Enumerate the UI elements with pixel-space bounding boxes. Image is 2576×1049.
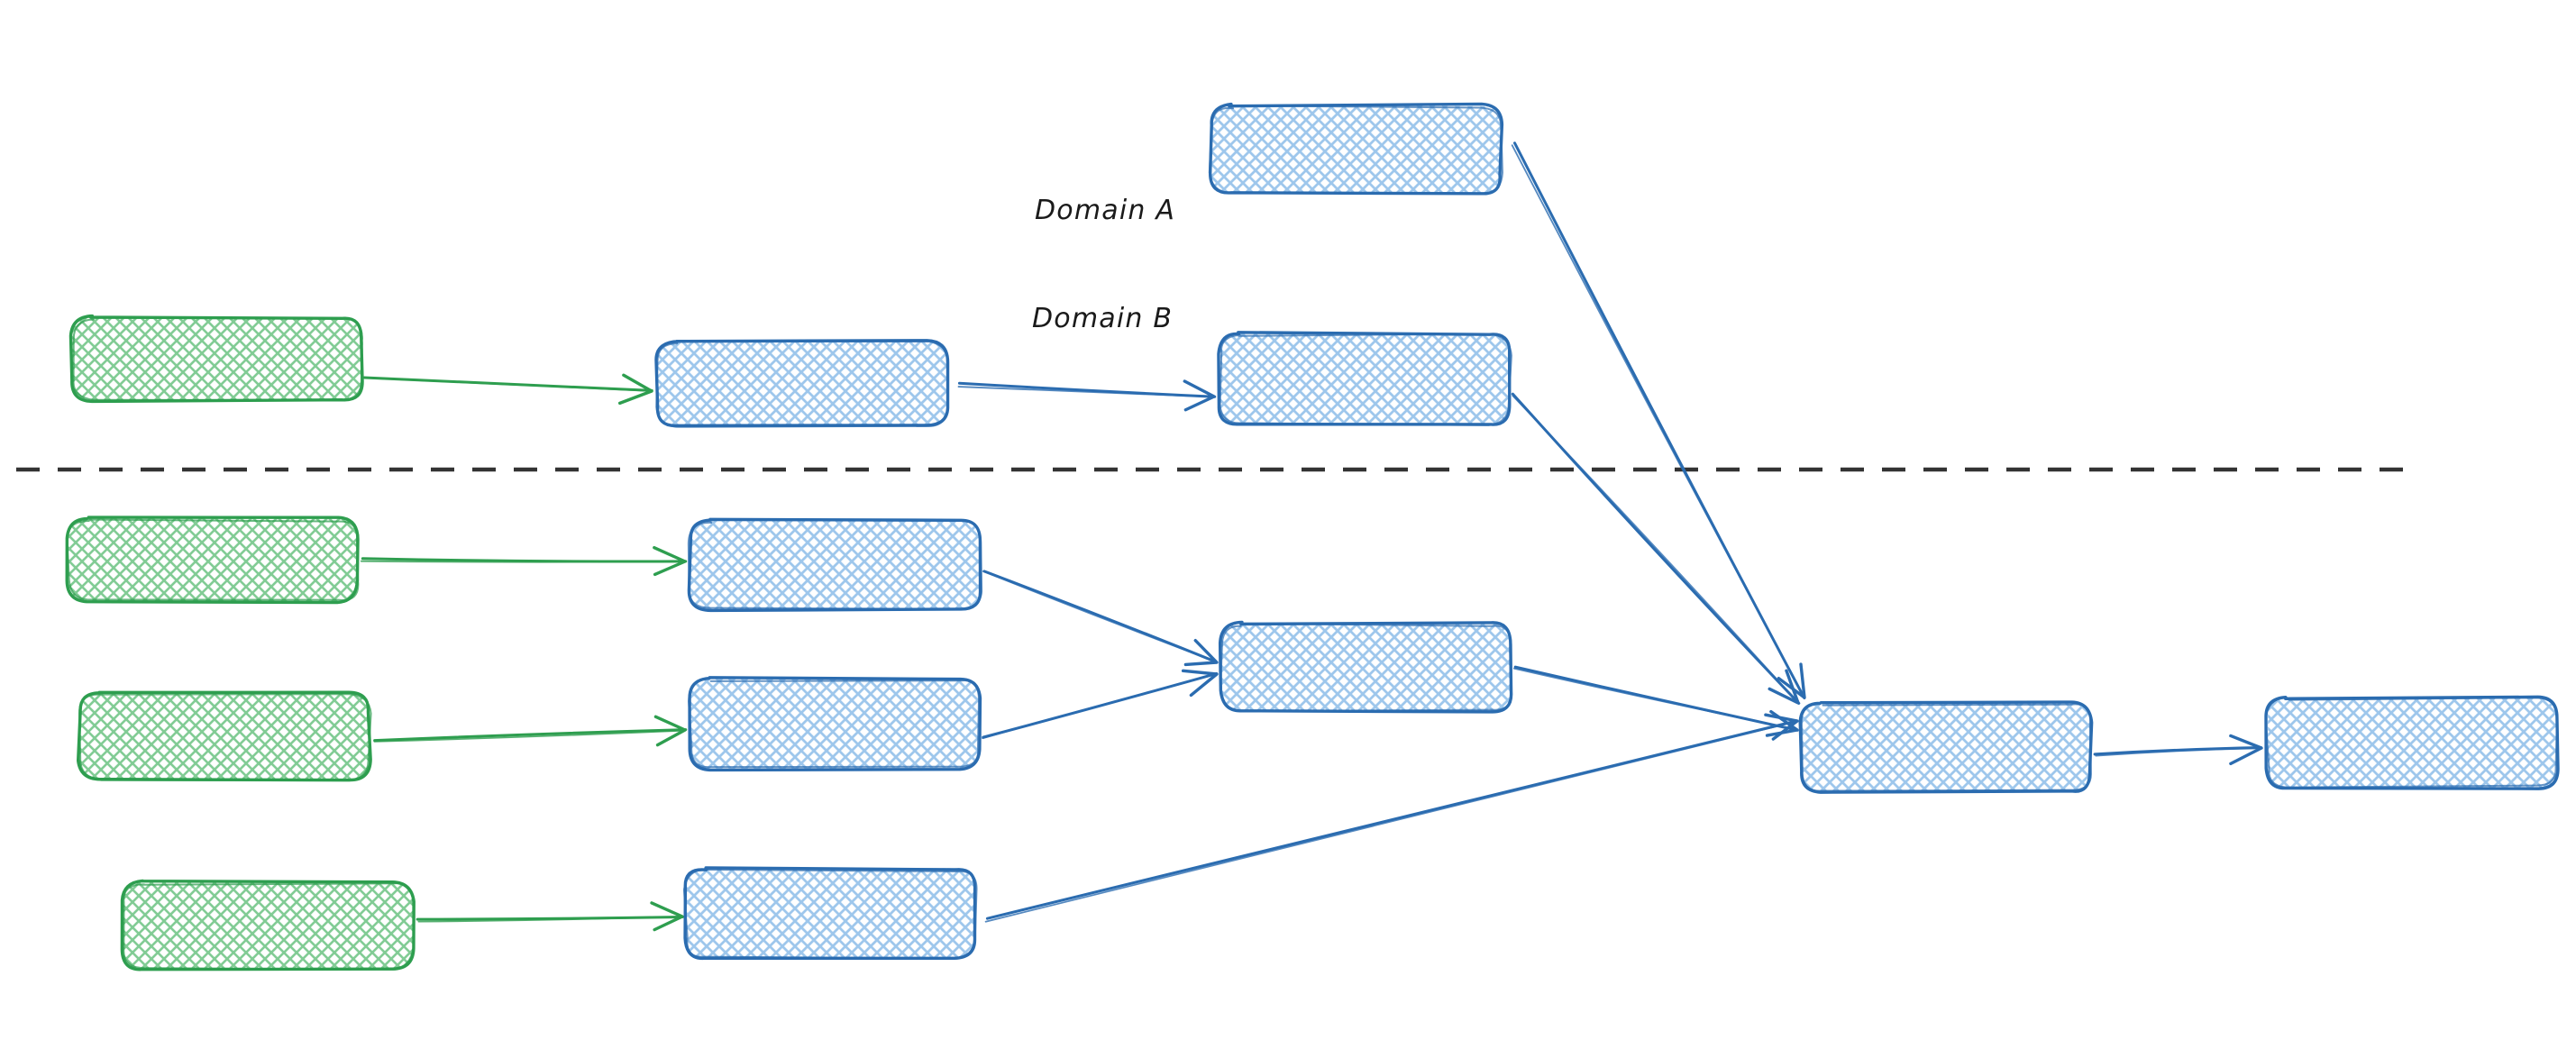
node-b-src-2[interactable] [76, 690, 372, 782]
node-outline-2 [123, 882, 415, 971]
node-fill [689, 519, 981, 611]
edge-e4 [1511, 392, 1801, 705]
edge-arrowhead [1183, 379, 1216, 412]
node-outline-2 [687, 519, 983, 610]
node-outline-2 [1219, 333, 1512, 426]
node-b-src-1[interactable] [65, 515, 360, 605]
edge-stroke-b [1511, 144, 1805, 698]
edge-e5 [360, 545, 688, 577]
node-fill [655, 340, 947, 427]
edge-arrowhead [1777, 662, 1806, 699]
edge-e9 [982, 669, 1219, 740]
domain-b-label: Domain B [1032, 303, 1174, 334]
edge-stroke-b [2095, 747, 2263, 757]
node-fill [689, 678, 982, 769]
node-fill [1800, 701, 2091, 792]
edge-stroke-b [417, 916, 683, 923]
edge-e7 [416, 901, 684, 932]
edge-stroke-b [957, 386, 1216, 398]
edge-arrowhead [2229, 734, 2263, 766]
node-outline-2 [2264, 696, 2558, 789]
edge-stroke-a [985, 719, 1798, 920]
edge-e1 [361, 373, 653, 406]
node-fill [78, 691, 370, 780]
node-b-src-3[interactable] [120, 879, 416, 971]
node-outline-2 [78, 693, 372, 782]
node-fill [2267, 697, 2558, 789]
edge-stroke-a [1513, 141, 1806, 700]
node-a-mid-1[interactable] [654, 339, 950, 428]
domain-a-label: Domain A [1035, 195, 1176, 226]
node-b-mid-3[interactable] [682, 866, 978, 961]
edge-arrowhead [1765, 709, 1799, 737]
node-a-top-1[interactable] [1208, 102, 1504, 196]
edge-stroke-b [360, 560, 686, 563]
edge-e12 [2093, 734, 2263, 766]
node-b-join-1[interactable] [1218, 620, 1513, 714]
node-fill [68, 517, 359, 602]
node-outline-2 [682, 868, 978, 960]
edge-stroke-b [1512, 395, 1800, 705]
edge-stroke-b [982, 672, 1218, 740]
node-fill [1219, 333, 1511, 426]
edge-e8 [982, 570, 1219, 667]
node-fill [685, 868, 975, 960]
node-fill [70, 316, 363, 401]
edge-e6 [373, 715, 688, 747]
edge-e11 [1512, 665, 1799, 737]
node-outline-2 [72, 316, 363, 401]
node-b-mid-2[interactable] [688, 676, 982, 772]
edge-stroke-a [373, 728, 688, 743]
edge-arrowhead [653, 715, 687, 747]
edge-arrowhead [1183, 638, 1219, 667]
edge-arrowhead [1768, 669, 1800, 705]
node-b-mid-1[interactable] [687, 517, 983, 613]
edge-arrowhead [1181, 669, 1219, 698]
edge-layer [360, 141, 2263, 932]
node-outline-2 [1800, 702, 2092, 792]
node-outline-2 [655, 340, 949, 428]
edge-stroke-b [984, 720, 1798, 923]
edge-stroke-b [361, 377, 653, 392]
node-fill [121, 881, 414, 970]
node-fill [1220, 622, 1512, 713]
edge-e2 [957, 379, 1217, 412]
edge-arrowhead [617, 373, 653, 406]
edge-stroke-b [982, 570, 1218, 663]
edge-arrowhead [653, 545, 687, 577]
edge-e10 [984, 713, 1799, 923]
node-layer [65, 102, 2560, 971]
edge-e3 [1511, 141, 1806, 700]
node-outline-2 [66, 518, 360, 601]
node-a-src-1[interactable] [69, 314, 364, 404]
node-outline-2 [688, 678, 981, 769]
node-outline-2 [1208, 105, 1503, 195]
node-a-out-1[interactable] [1217, 331, 1512, 426]
edge-stroke-b [373, 729, 687, 743]
node-b-out-1[interactable] [2264, 695, 2560, 790]
node-fill [1210, 105, 1502, 195]
node-outline-2 [1219, 622, 1512, 713]
node-b-join-2[interactable] [1798, 700, 2094, 794]
edge-stroke-b [1512, 667, 1798, 731]
edge-arrowhead [650, 901, 684, 932]
